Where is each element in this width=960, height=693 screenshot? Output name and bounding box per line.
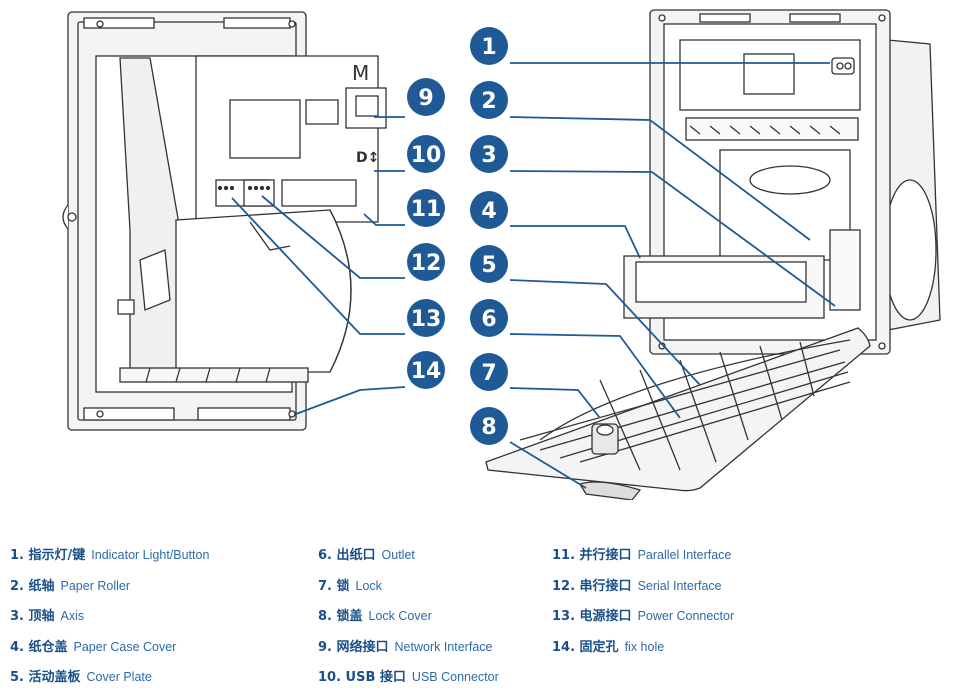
brand-logo-mark: M: [352, 61, 369, 85]
callout-badge-circle: [407, 78, 445, 116]
callout-badge-8: 8: [470, 407, 508, 445]
callout-badge-10: 10: [407, 135, 445, 173]
callout-badge-9: 9: [407, 78, 445, 116]
callout-number: 6: [481, 307, 496, 332]
callout-badge-circle: [470, 191, 508, 229]
callout-badge-14: 14: [407, 351, 445, 389]
callout-badge-circle: [470, 299, 508, 337]
callout-number: 14: [411, 359, 442, 384]
callout-badge-circle: [470, 353, 508, 391]
usb-port-symbol: D↕: [356, 150, 379, 166]
callout-number: 13: [411, 307, 442, 332]
callout-badge-13: 13: [407, 299, 445, 337]
callout-badge-11: 11: [407, 189, 445, 227]
callout-badge-circle: [407, 189, 445, 227]
callout-badge-circle: [470, 135, 508, 173]
callout-badge-12: 12: [407, 243, 445, 281]
callout-badge-7: 7: [470, 353, 508, 391]
callout-leader-lines: [231, 62, 836, 489]
right-printer-open-view: [485, 9, 941, 500]
leader-line-3: [509, 170, 836, 307]
callout-badge-3: 3: [470, 135, 508, 173]
callout-badge-circle: [407, 243, 445, 281]
leader-line-14: [295, 386, 406, 415]
leader-line-7: [509, 387, 601, 419]
leader-line-6: [509, 333, 681, 419]
callout-number: 11: [411, 197, 442, 222]
callout-badge-2: 2: [470, 81, 508, 119]
callout-badge-1: 1: [470, 27, 508, 65]
callout-number: 9: [418, 86, 433, 111]
callout-badge-circle: [470, 81, 508, 119]
callout-number: 3: [481, 143, 496, 168]
callout-number: 5: [481, 253, 496, 278]
callout-number: 1: [481, 35, 496, 60]
leader-line-13: [231, 197, 405, 335]
leader-line-11: [363, 213, 405, 226]
callout-number: 12: [411, 251, 442, 276]
callout-number: 10: [411, 143, 442, 168]
callout-badge-4: 4: [470, 191, 508, 229]
printer-diagram: M D↕: [62, 9, 941, 500]
leader-line-4: [510, 225, 641, 259]
leader-line-8: [509, 441, 587, 489]
leader-line-2: [509, 116, 811, 241]
callout-badge-circle: [407, 135, 445, 173]
callout-badge-circle: [470, 245, 508, 283]
callout-number: 7: [481, 361, 496, 386]
callout-badge-5: 5: [470, 245, 508, 283]
callout-badge-circle: [470, 407, 508, 445]
callout-number: 2: [481, 89, 496, 114]
callout-badge-circle: [407, 299, 445, 337]
left-printer-rear-view: M D↕: [62, 11, 387, 431]
leader-line-12: [261, 195, 405, 279]
callout-badge-circle: [470, 27, 508, 65]
callout-badge-circle: [407, 351, 445, 389]
callout-badge-6: 6: [470, 299, 508, 337]
leader-line-5: [509, 279, 701, 386]
callout-number: 4: [481, 199, 496, 224]
callout-number: 8: [481, 415, 496, 440]
